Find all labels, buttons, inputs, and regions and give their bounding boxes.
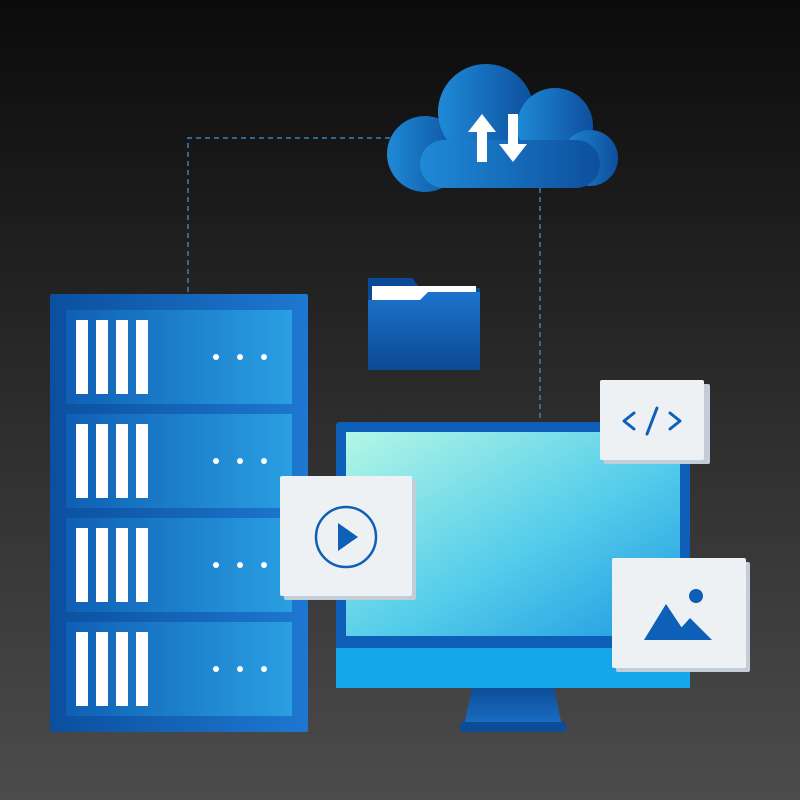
drive-bay — [136, 632, 148, 706]
status-led — [237, 354, 243, 360]
drive-bay — [76, 528, 88, 602]
server-unit — [66, 622, 292, 716]
status-led — [261, 354, 267, 360]
server-unit — [66, 518, 292, 612]
status-led — [213, 354, 219, 360]
cloud — [387, 64, 618, 192]
upload-arrow-icon — [468, 114, 496, 162]
drive-bay — [76, 320, 88, 394]
drive-bay — [76, 424, 88, 498]
image-icon — [644, 589, 712, 640]
video-card — [280, 476, 416, 600]
server-unit — [66, 310, 292, 404]
drive-bay — [116, 424, 128, 498]
connector-server-cloud — [187, 137, 392, 292]
status-led — [213, 458, 219, 464]
drive-bay — [116, 528, 128, 602]
drive-bay — [76, 632, 88, 706]
status-led — [237, 458, 243, 464]
play-icon — [314, 505, 378, 569]
status-led — [213, 562, 219, 568]
status-led — [237, 666, 243, 672]
drive-bay — [136, 528, 148, 602]
download-arrow-icon — [499, 114, 527, 162]
drive-bay — [116, 632, 128, 706]
connector-lines — [187, 137, 541, 424]
image-card — [612, 558, 750, 672]
status-led — [261, 666, 267, 672]
drive-bay — [96, 632, 108, 706]
drive-bay — [96, 320, 108, 394]
drive-bay — [96, 424, 108, 498]
status-led — [261, 562, 267, 568]
folder-icon — [368, 278, 480, 370]
drive-bay — [96, 528, 108, 602]
drive-bay — [136, 424, 148, 498]
server-unit — [66, 414, 292, 508]
cloud-sync-icon — [387, 64, 618, 192]
status-led — [213, 666, 219, 672]
status-led — [237, 562, 243, 568]
status-led — [261, 458, 267, 464]
server-units — [66, 310, 292, 716]
monitor-base — [460, 722, 566, 732]
monitor-stand — [464, 688, 562, 726]
drive-bay — [116, 320, 128, 394]
drive-bay — [136, 320, 148, 394]
server-rack — [50, 294, 308, 732]
code-icon — [622, 406, 682, 436]
code-card — [600, 380, 710, 464]
